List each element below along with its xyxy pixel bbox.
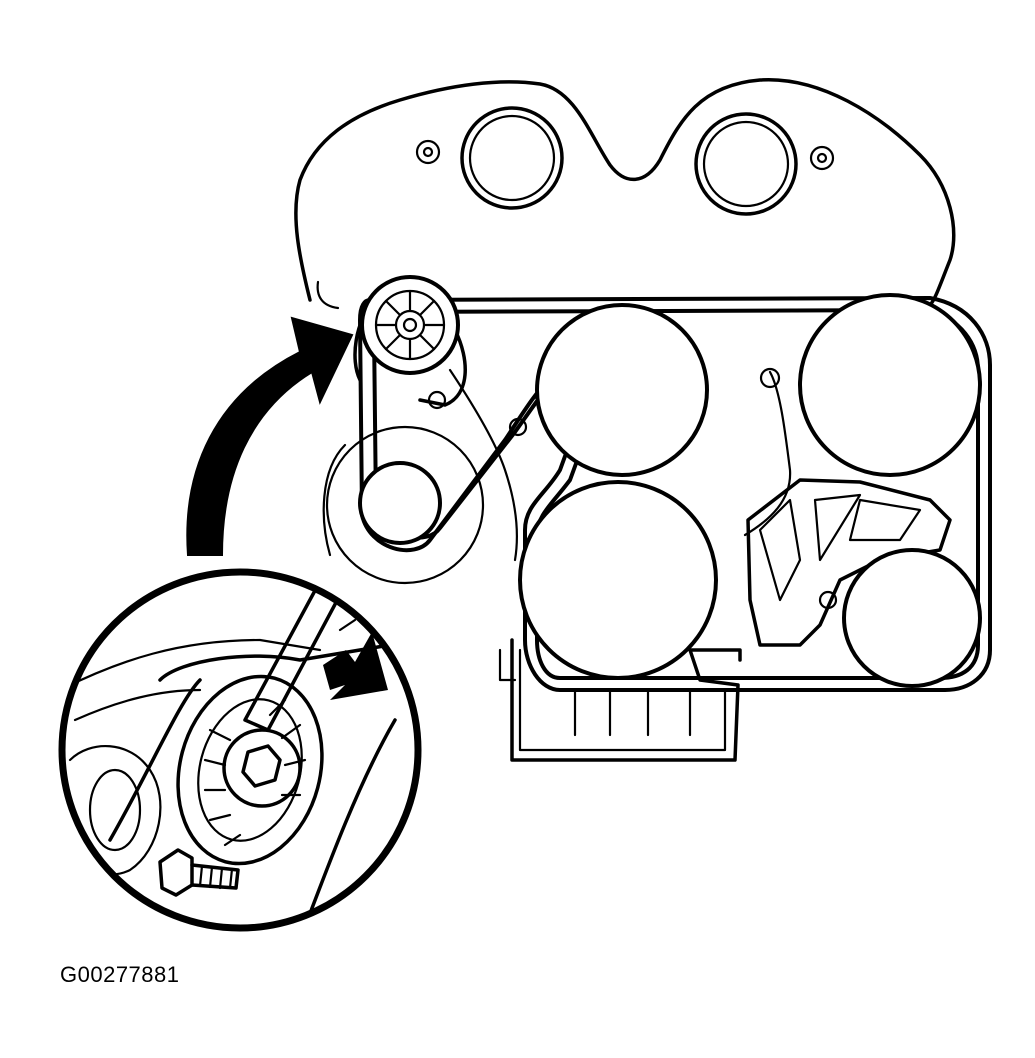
figure-code: G00277881 xyxy=(60,962,180,987)
alternator-pulley xyxy=(535,303,709,477)
oil-pan xyxy=(498,638,742,762)
arrow-icon xyxy=(323,618,388,700)
curved-arrow-icon xyxy=(186,316,354,556)
power-steering-pulley xyxy=(798,293,982,477)
idler-pulley xyxy=(322,425,485,585)
belt-tensioner-pulley xyxy=(353,275,467,407)
detail-inset xyxy=(58,568,422,932)
engine-front-cover xyxy=(294,78,956,310)
ac-compressor-pulley xyxy=(842,548,982,688)
crankshaft-pulley xyxy=(518,480,718,680)
drive-belt xyxy=(358,296,992,692)
